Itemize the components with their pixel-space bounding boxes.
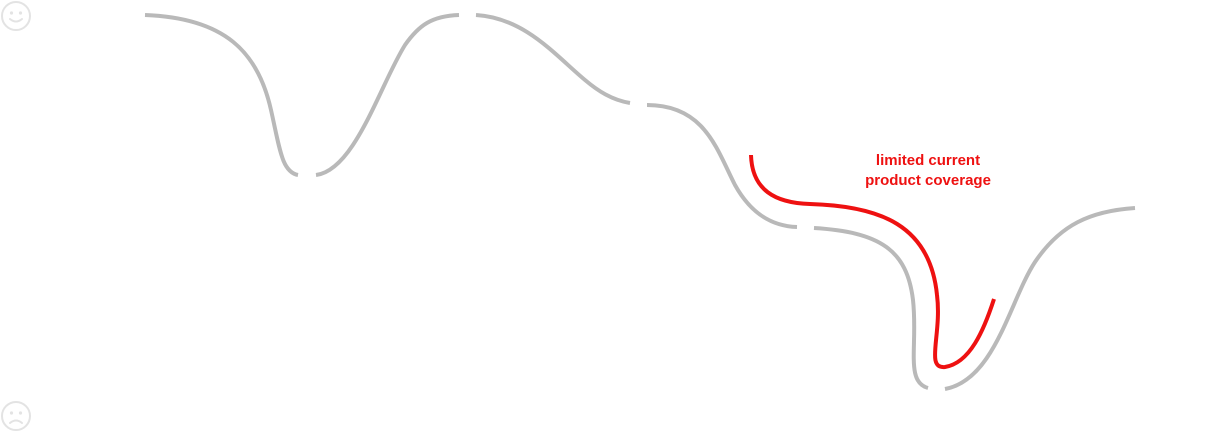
journey-segment-3 xyxy=(475,13,631,105)
journey-segment-2 xyxy=(315,13,460,177)
journey-segment-1 xyxy=(144,13,299,177)
happy-face-icon xyxy=(1,1,31,31)
coverage-highlight-line xyxy=(749,154,996,369)
journey-segment-4 xyxy=(646,103,798,229)
journey-segment-6 xyxy=(944,206,1136,391)
annotation-line-1: limited current xyxy=(875,152,981,169)
annotation-line-2: product coverage xyxy=(865,172,991,189)
sad-face-icon xyxy=(1,401,31,431)
journey-line xyxy=(144,13,1136,391)
coverage-annotation: limited current product coverage xyxy=(840,151,1016,191)
journey-segment-5 xyxy=(813,226,929,390)
